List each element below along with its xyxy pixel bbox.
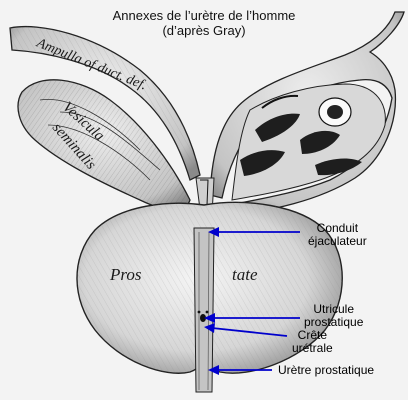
- label-uretre-prostatique: Urètre prostatique: [278, 363, 375, 377]
- label-crete-uretrale: Crête urétrale: [292, 328, 333, 355]
- urethra-shape: [193, 227, 215, 393]
- arrow-crete: [211, 327, 288, 337]
- title-line-1: Annexes de l’urètre de l’homme: [112, 8, 296, 23]
- label-utricule-prostatique: Utricule prostatique: [304, 302, 364, 329]
- engraved-label-pros: Pros: [109, 265, 142, 284]
- annotation-arrows: [204, 227, 300, 375]
- engraved-label-tate: tate: [232, 265, 258, 284]
- label-conduit-ejaculateur: Conduit éjaculateur: [308, 221, 367, 248]
- title-line-2: (d’après Gray): [162, 23, 246, 38]
- figure-title: Annexes de l’urètre de l’homme (d’après …: [0, 8, 408, 38]
